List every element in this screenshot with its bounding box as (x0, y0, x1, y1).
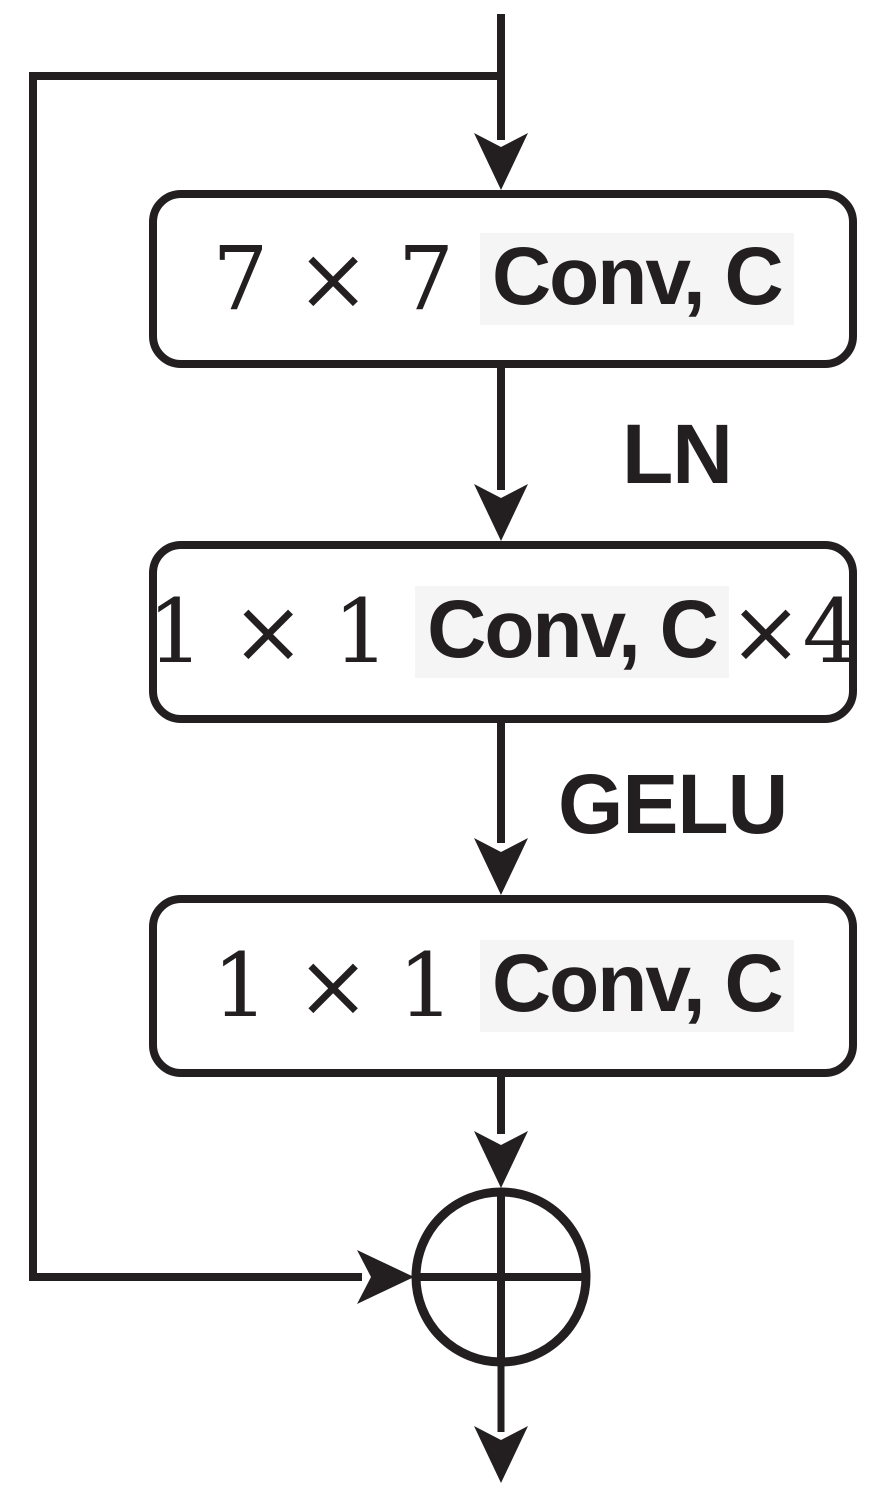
conv-1x1-expand-box: 1 × 1 Conv, C ×4 (147, 541, 859, 723)
gelu-arrowhead-icon (474, 838, 528, 895)
ln-arrowhead-icon (474, 484, 528, 541)
add-input-arrowhead-icon (474, 1131, 528, 1188)
conv-label: Conv, C (479, 233, 794, 325)
ln-label: LN (622, 407, 733, 501)
conv-label: Conv, C (479, 940, 794, 1032)
kernel-size-label: 7 × 7 (212, 227, 454, 330)
conv-label: Conv, C (415, 586, 729, 678)
conv-1x1-box: 1 × 1 Conv, C (149, 895, 857, 1077)
skip-arrowhead-icon (357, 1250, 414, 1304)
gelu-label: GELU (558, 757, 788, 851)
kernel-size-label: 1 × 1 (147, 580, 390, 683)
conv-7x7-box: 7 × 7 Conv, C (149, 190, 857, 368)
add-operator-icon (411, 1187, 591, 1367)
input-arrowhead-icon (474, 133, 528, 190)
kernel-size-label: 1 × 1 (212, 934, 454, 1037)
output-arrowhead-icon (474, 1426, 528, 1483)
expansion-suffix-label: ×4 (728, 580, 859, 683)
skip-connection-line (29, 72, 505, 1281)
